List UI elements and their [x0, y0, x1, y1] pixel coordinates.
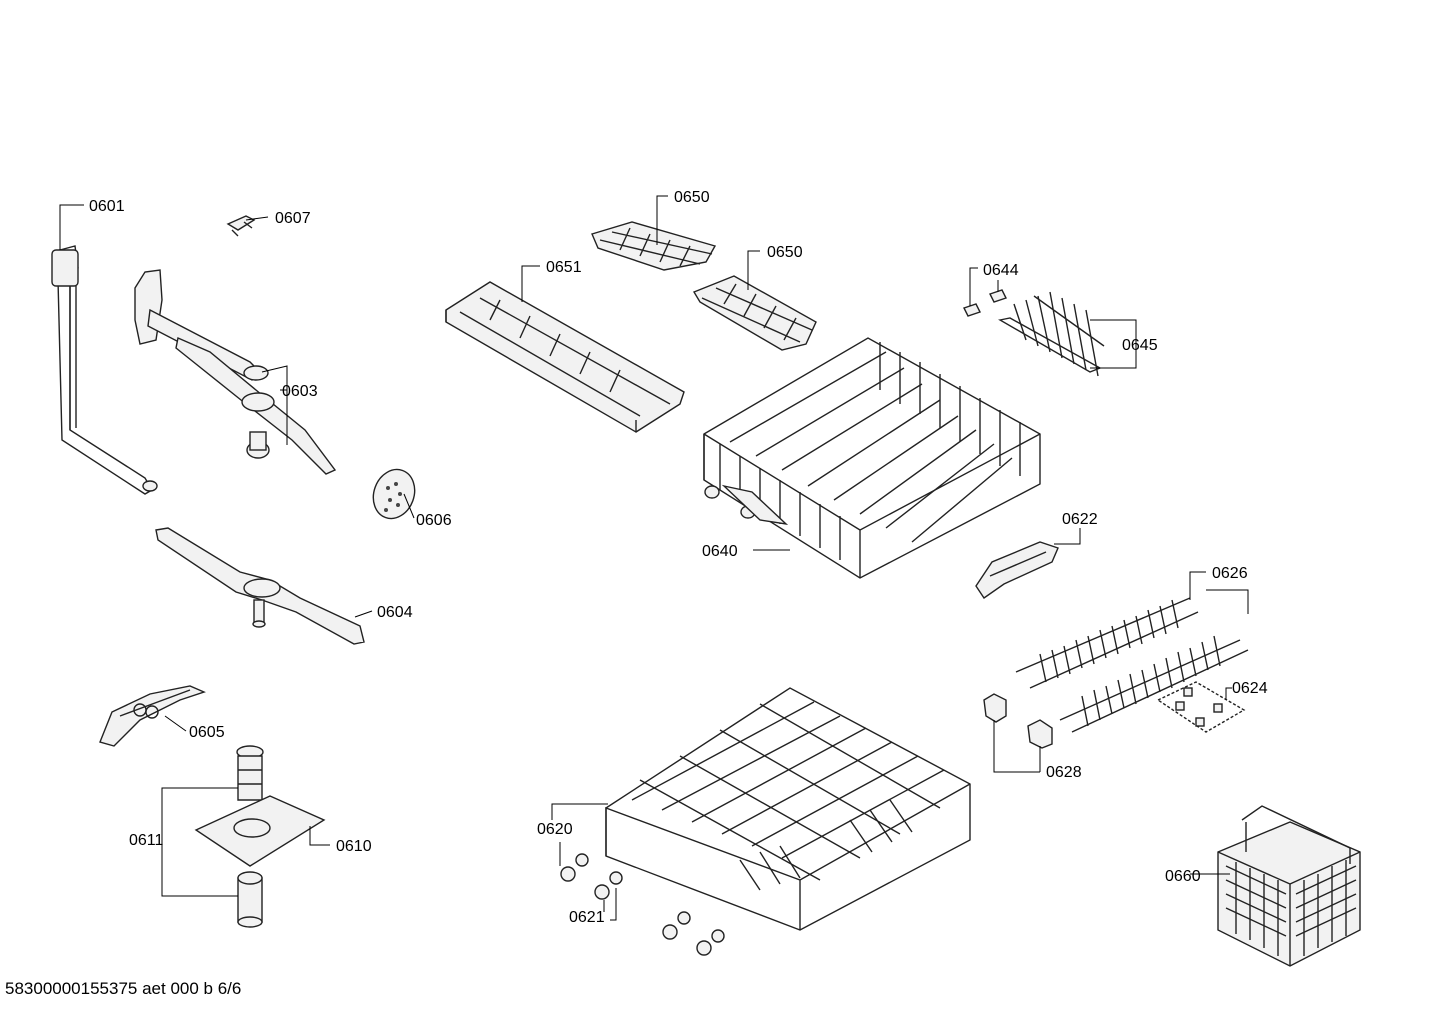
- label-0650a: 0650: [674, 189, 710, 206]
- label-0650b: 0650: [767, 244, 803, 261]
- leader-0624: [1225, 687, 1232, 700]
- part-0650-knife-shelf-b: [692, 275, 817, 351]
- leader-0610: [309, 826, 330, 846]
- label-0603: 0603: [282, 383, 318, 400]
- label-0607: 0607: [275, 210, 311, 227]
- leader-0621: [603, 888, 617, 921]
- label-0610: 0610: [336, 838, 372, 855]
- part-0624-clip-set: [1156, 681, 1246, 733]
- label-0621: 0621: [569, 909, 605, 926]
- leader-0645: [1090, 319, 1137, 369]
- document-id-footer: 58300000155375 aet 000 b 6/6: [5, 979, 242, 998]
- label-0640: 0640: [702, 543, 738, 560]
- leader-0650b: [747, 250, 760, 290]
- part-0604-lower-spray-arm: [155, 527, 365, 645]
- leader-0651: [521, 265, 540, 302]
- part-0622-handle: [975, 541, 1059, 599]
- leader-0620: [551, 803, 608, 866]
- leader-0607: [245, 216, 269, 221]
- part-0606-disc: [372, 468, 416, 520]
- part-lower-basket: [605, 687, 971, 931]
- part-0660-cutlery-basket: [1217, 805, 1361, 967]
- label-0626: 0626: [1212, 565, 1248, 582]
- label-0620: 0620: [537, 821, 573, 838]
- label-0651: 0651: [546, 259, 582, 276]
- label-0644: 0644: [983, 262, 1019, 279]
- leader-0644: [969, 267, 999, 306]
- part-0611-filter-cylinder: [236, 745, 264, 928]
- part-0601-supply-pipe: [51, 245, 158, 495]
- leader-0601: [59, 204, 84, 250]
- leader-0604: [354, 610, 373, 618]
- part-0644-clips: [963, 289, 1007, 317]
- label-0628: 0628: [1046, 764, 1082, 781]
- part-0626-tine-racks: [1015, 597, 1249, 733]
- part-0610-filter-plate: [194, 795, 326, 867]
- part-0650-knife-shelf-a: [591, 221, 717, 271]
- leader-0605: [164, 715, 187, 732]
- label-0622: 0622: [1062, 511, 1098, 528]
- leader-0626: [1189, 571, 1249, 614]
- part-0645-cup-rack: [998, 291, 1105, 377]
- leader-0611: [161, 787, 238, 897]
- leader-0603: [261, 365, 288, 445]
- part-0640-upper-basket: [703, 337, 1041, 579]
- label-0660: 0660: [1165, 868, 1201, 885]
- part-0628-latches: [983, 693, 1053, 749]
- label-0611: 0611: [129, 832, 164, 849]
- part-0651-cutlery-tray: [445, 281, 685, 433]
- label-0605: 0605: [189, 724, 225, 741]
- leader-0650a: [656, 195, 668, 245]
- part-0621-wheels: [594, 871, 725, 956]
- label-0645: 0645: [1122, 337, 1158, 354]
- part-0603-upper-spray-arm: [134, 269, 337, 475]
- leader-0606: [403, 493, 415, 519]
- leader-0622: [1054, 528, 1081, 545]
- label-0604: 0604: [377, 604, 413, 621]
- label-0606: 0606: [416, 512, 452, 529]
- part-0620-wheels: [560, 853, 691, 940]
- label-0601: 0601: [89, 198, 125, 215]
- label-0624: 0624: [1232, 680, 1268, 697]
- part-0605-filter-cover: [99, 685, 206, 747]
- leader-0628: [993, 720, 1041, 773]
